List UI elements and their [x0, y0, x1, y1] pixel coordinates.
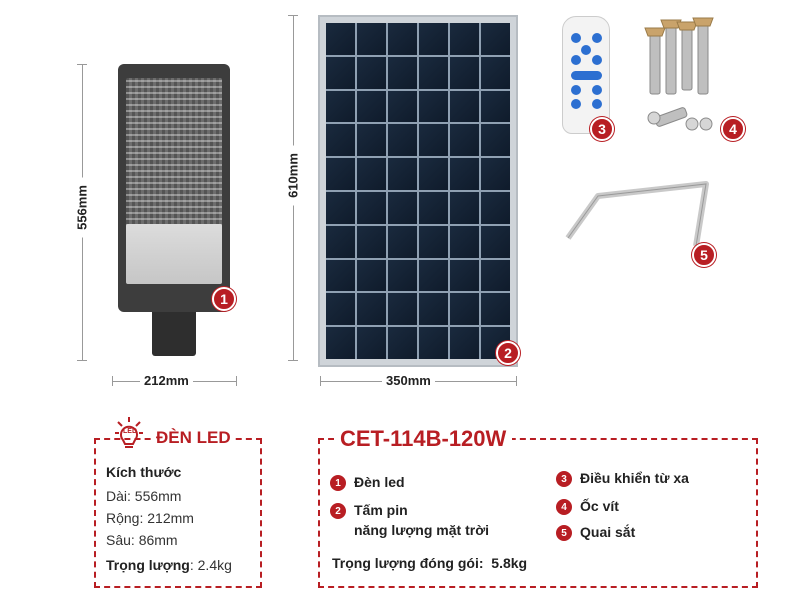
lamp-led-array — [126, 78, 222, 226]
lamp-housing — [118, 64, 230, 312]
solar-cell — [388, 327, 417, 359]
lamp-width-label: 212mm — [140, 373, 193, 388]
solar-cell — [357, 259, 386, 292]
solar-cell — [357, 293, 386, 326]
solar-cell — [388, 225, 417, 258]
solar-cell — [481, 293, 510, 326]
model-box — [318, 438, 758, 588]
lamp-battery-cover — [126, 224, 222, 284]
solar-cell — [326, 158, 355, 190]
solar-cell — [388, 56, 417, 89]
solar-cell — [326, 56, 355, 89]
solar-cell — [450, 259, 479, 292]
solar-cell — [388, 124, 417, 157]
lamp-height-label: 556mm — [74, 177, 90, 238]
solar-cell — [481, 191, 510, 224]
solar-cell — [357, 225, 386, 258]
solar-cell — [419, 191, 448, 224]
badge-4: 4 — [721, 117, 745, 141]
item-remote: 3 Điều khiển từ xa — [556, 470, 689, 487]
led-icon-text: LED — [123, 428, 137, 435]
solar-cell — [450, 293, 479, 326]
solar-cell — [419, 327, 448, 359]
solar-cell — [419, 90, 448, 123]
solar-cell — [357, 124, 386, 157]
solar-panel-cells — [326, 23, 510, 359]
badge-3: 3 — [590, 117, 614, 141]
led-bulb-icon: LED — [114, 416, 144, 450]
item-led-lamp: 1 Đèn led — [330, 474, 405, 491]
solar-cell — [450, 124, 479, 157]
solar-cell — [419, 124, 448, 157]
metal-bracket-image — [565, 181, 709, 247]
solar-cell — [450, 56, 479, 89]
solar-cell — [481, 259, 510, 292]
panel-width-label: 350mm — [382, 373, 435, 388]
solar-cell — [357, 327, 386, 359]
solar-cell — [388, 158, 417, 190]
solar-cell — [419, 225, 448, 258]
spec-weight: Trọng lượng: 2.4kg — [106, 557, 232, 573]
solar-cell — [450, 23, 479, 55]
solar-cell — [326, 259, 355, 292]
spec-width: Rộng: 212mm — [106, 510, 194, 526]
solar-panel-image — [318, 15, 518, 367]
size-heading: Kích thước — [106, 464, 182, 480]
solar-cell — [419, 158, 448, 190]
solar-cell — [450, 90, 479, 123]
solar-cell — [357, 191, 386, 224]
solar-cell — [357, 158, 386, 190]
solar-cell — [388, 293, 417, 326]
solar-cell — [326, 327, 355, 359]
solar-cell — [450, 191, 479, 224]
solar-cell — [326, 90, 355, 123]
solar-cell — [450, 225, 479, 258]
solar-cell — [450, 327, 479, 359]
model-title: CET-114B-120W — [334, 426, 513, 452]
solar-cell — [481, 23, 510, 55]
badge-5: 5 — [692, 243, 716, 267]
solar-cell — [326, 225, 355, 258]
solar-cell — [357, 90, 386, 123]
solar-cell — [450, 158, 479, 190]
screws-image — [644, 17, 714, 131]
solar-cell — [481, 56, 510, 89]
solar-cell — [419, 56, 448, 89]
remote-control-image — [562, 16, 610, 134]
solar-cell — [357, 23, 386, 55]
solar-cell — [419, 259, 448, 292]
solar-cell — [388, 191, 417, 224]
solar-cell — [326, 23, 355, 55]
item-screws: 4 Ốc vít — [556, 498, 619, 515]
solar-cell — [388, 90, 417, 123]
solar-cell — [419, 23, 448, 55]
badge-2: 2 — [496, 341, 520, 365]
spec-depth: Sâu: 86mm — [106, 532, 178, 548]
solar-cell — [326, 191, 355, 224]
solar-cell — [388, 259, 417, 292]
solar-cell — [481, 225, 510, 258]
solar-cell — [419, 293, 448, 326]
solar-cell — [357, 56, 386, 89]
solar-cell — [481, 124, 510, 157]
solar-cell — [481, 90, 510, 123]
badge-1: 1 — [212, 287, 236, 311]
solar-cell — [326, 124, 355, 157]
spec-length: Dài: 556mm — [106, 488, 182, 504]
solar-cell — [481, 158, 510, 190]
solar-cell — [388, 23, 417, 55]
led-box-title: ĐÈN LED — [152, 428, 235, 448]
package-weight: Trọng lượng đóng gói: 5.8kg — [332, 555, 528, 571]
lamp-mount-neck — [152, 306, 196, 356]
solar-cell — [326, 293, 355, 326]
item-bracket: 5 Quai sắt — [556, 524, 635, 541]
panel-height-label: 610mm — [285, 145, 301, 206]
